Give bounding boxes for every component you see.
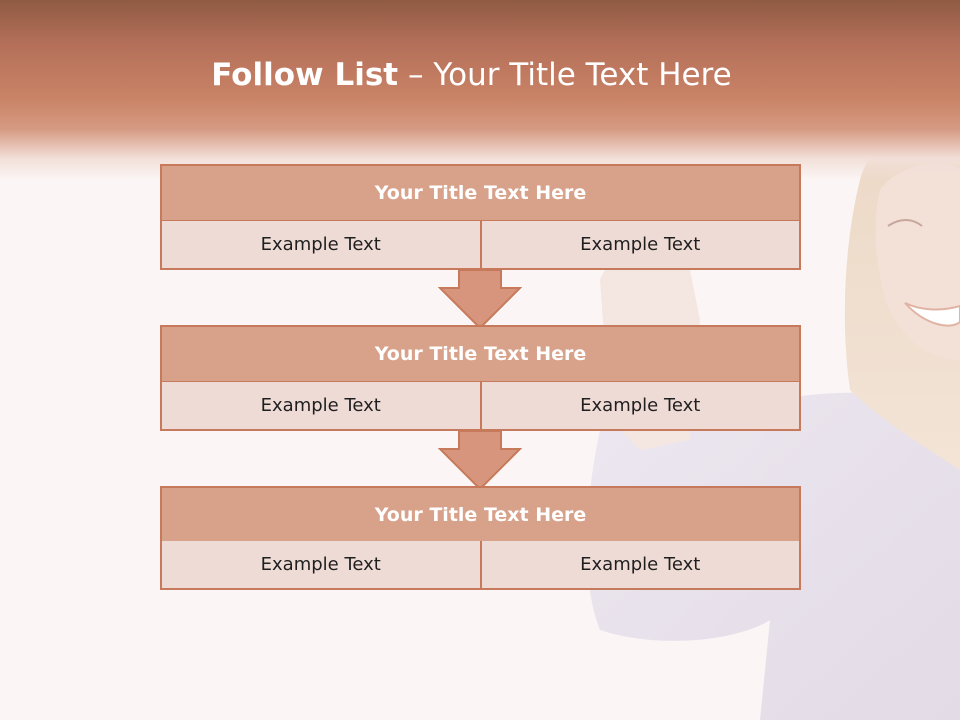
example-text-cell[interactable]: Example Text <box>479 541 800 588</box>
example-text-cell[interactable]: Example Text <box>479 382 800 429</box>
down-arrow-icon <box>438 431 522 491</box>
slide-title-rest: – Your Title Text Here <box>398 57 732 93</box>
block-row: Example Text Example Text <box>160 221 801 270</box>
block-row: Example Text Example Text <box>160 382 801 431</box>
example-text-cell[interactable]: Example Text <box>479 221 800 268</box>
example-text-cell[interactable]: Example Text <box>260 234 381 255</box>
example-text-cell[interactable]: Example Text <box>260 395 381 416</box>
slide-title[interactable]: Follow List – Your Title Text Here <box>0 52 943 98</box>
block-title[interactable]: Your Title Text Here <box>160 486 801 544</box>
block-title[interactable]: Your Title Text Here <box>160 325 801 383</box>
block-row: Example Text Example Text <box>160 541 801 590</box>
slide-title-bold: Follow List <box>211 57 399 93</box>
block-title[interactable]: Your Title Text Here <box>160 164 801 222</box>
down-arrow-icon <box>438 270 522 330</box>
header-band <box>0 0 960 180</box>
example-text-cell[interactable]: Example Text <box>260 554 381 575</box>
